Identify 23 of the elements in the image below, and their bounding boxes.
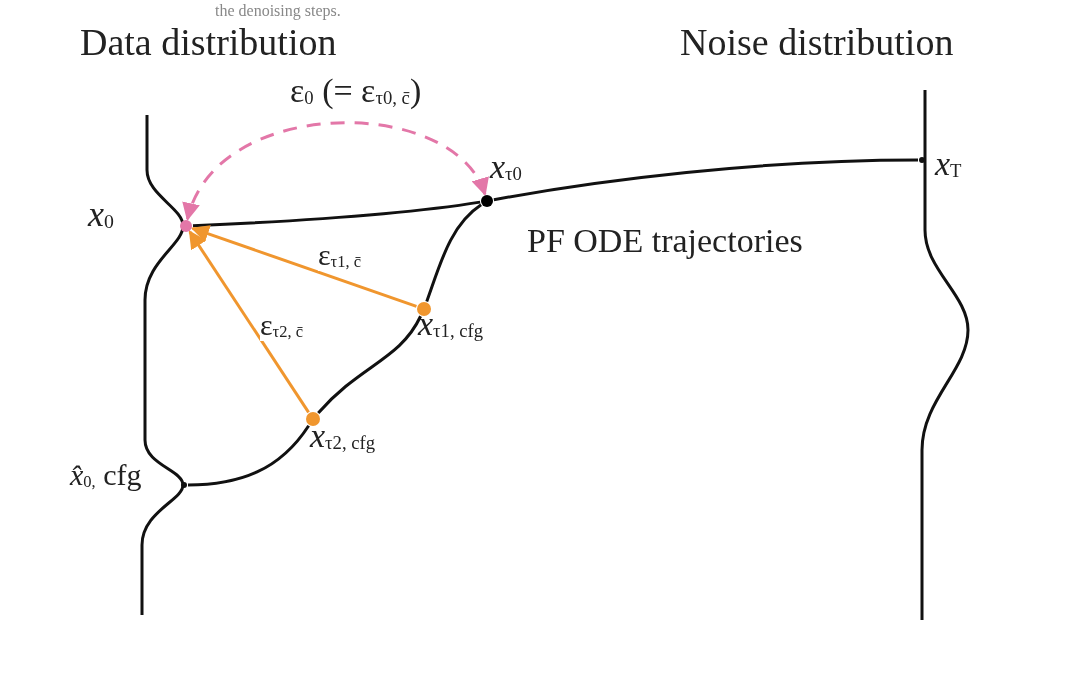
- point-label: x̂$_{0,}$ cfg: [70, 458, 142, 491]
- trajectory-point: [417, 302, 431, 316]
- arrow: [188, 230, 310, 414]
- trajectory-curve: [192, 200, 481, 228]
- trajectory-point: [180, 220, 192, 232]
- trajectory-point: [306, 412, 320, 426]
- trajectory-curve: [493, 158, 918, 202]
- point-label: x$_{τ1, cfg}$: [418, 305, 484, 343]
- point-label: x$_{τ0}$: [490, 148, 522, 186]
- note-text: the denoising steps.: [215, 2, 341, 20]
- arrow: [185, 121, 487, 221]
- trajectory-curve: [425, 203, 483, 302]
- trajectory-point: [919, 157, 925, 163]
- trajectory-point: [481, 195, 493, 207]
- arrow: [190, 225, 417, 308]
- axis-title: Data distribution: [80, 22, 337, 64]
- trajectory-point: [181, 482, 187, 488]
- point-label: x$_{τ2, cfg}$: [310, 417, 376, 455]
- trajectory-curve: [317, 315, 422, 414]
- point-label: x$_{T}$: [935, 145, 962, 183]
- trajectory-curve: [187, 424, 310, 487]
- axis-title: Noise distribution: [680, 22, 954, 64]
- curve-label: PF ODE trajectories: [527, 222, 803, 260]
